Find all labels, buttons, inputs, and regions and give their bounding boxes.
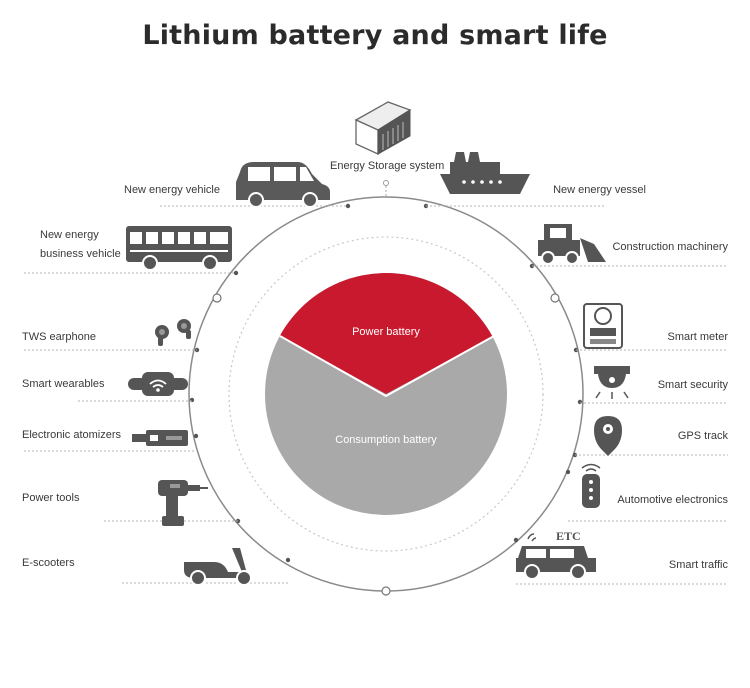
meter-icon xyxy=(583,303,623,349)
car-icon xyxy=(236,162,330,208)
ship-icon xyxy=(440,152,530,194)
left-label-electronic-atomizers: Electronic atomizers xyxy=(22,429,122,441)
left-label-e-scooters: E-scooters xyxy=(22,557,75,569)
right-label-smart-security: Smart security xyxy=(657,379,728,391)
smartband-icon xyxy=(128,372,188,396)
scooter-icon xyxy=(184,548,252,586)
etc-sign: ETC xyxy=(556,529,581,543)
left-label-new-energy-vehicle: New energy vehicle xyxy=(124,184,220,196)
camera-icon xyxy=(594,366,630,399)
center-pie xyxy=(265,273,507,515)
energy-storage-label: Energy Storage system xyxy=(330,160,445,172)
right-label-smart-meter: Smart meter xyxy=(667,331,728,343)
container-icon xyxy=(354,101,412,156)
earbuds-icon xyxy=(155,319,191,346)
right-label-smart-traffic: Smart traffic xyxy=(668,559,728,571)
right-label-gps-track: GPS track xyxy=(677,430,728,442)
guide-lines xyxy=(24,205,728,585)
power-battery-segment xyxy=(280,273,494,394)
loader-icon xyxy=(538,224,606,265)
left-label-tws-earphone: TWS earphone xyxy=(22,331,96,343)
left-label-power-tools: Power tools xyxy=(22,492,80,504)
gps-tracker-icon xyxy=(594,416,622,456)
bus-icon xyxy=(126,226,232,271)
power-battery-label: Power battery xyxy=(352,326,420,338)
atomizer-icon xyxy=(132,430,188,446)
ring-open-markers xyxy=(212,293,560,596)
car-key-icon xyxy=(581,463,601,508)
left-label-smart-wearables: Smart wearables xyxy=(22,378,105,390)
page-title: Lithium battery and smart life xyxy=(142,20,608,51)
right-label-construction-machinery: Construction machinery xyxy=(612,241,728,253)
etc-jeep-icon: ETC xyxy=(516,529,596,580)
right-label-new-energy-vessel: New energy vessel xyxy=(553,184,646,196)
drill-icon xyxy=(158,480,208,526)
right-label-automotive-electronics: Automotive electronics xyxy=(617,494,728,506)
left-label-business-vehicle: New energy business vehicle xyxy=(40,229,121,260)
inner-dotted-ring xyxy=(228,236,544,552)
consumption-battery-label: Consumption battery xyxy=(335,434,437,446)
